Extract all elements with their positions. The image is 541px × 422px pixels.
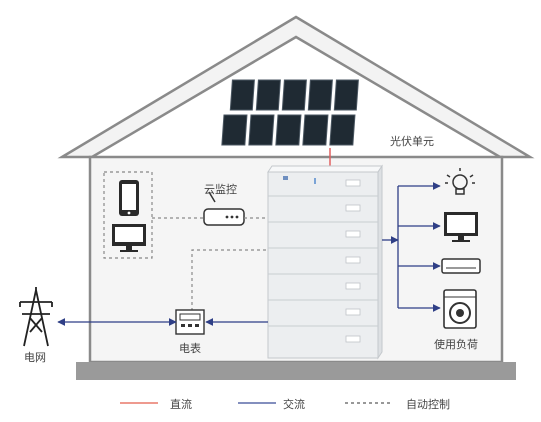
pv-unit-label: 光伏单元 <box>390 135 434 148</box>
light-bulb-icon <box>445 168 475 195</box>
legend-label-dc: 直流 <box>170 398 192 411</box>
tv-icon <box>444 212 478 242</box>
monitor-icon <box>112 224 146 252</box>
loads-label: 使用负荷 <box>434 338 478 351</box>
legend-label-ac: 交流 <box>283 398 305 411</box>
washing-machine-icon <box>443 289 477 329</box>
router-icon <box>203 191 245 226</box>
cloud-monitor-label: 云监控 <box>204 183 237 196</box>
grid-label: 电网 <box>24 351 46 364</box>
ac-load-lines <box>382 182 441 312</box>
electric-meter-icon <box>175 309 205 335</box>
air-conditioner-icon <box>441 258 481 274</box>
battery-stack-icon <box>267 164 383 360</box>
control-lines <box>152 217 272 310</box>
solar-panel-icon <box>221 79 359 146</box>
control-devices-group <box>103 171 153 259</box>
power-tower-icon <box>19 287 53 347</box>
meter-label: 电表 <box>179 342 201 355</box>
smartphone-icon <box>119 180 139 216</box>
house-base <box>76 362 516 380</box>
legend-label-ctrl: 自动控制 <box>406 398 450 411</box>
